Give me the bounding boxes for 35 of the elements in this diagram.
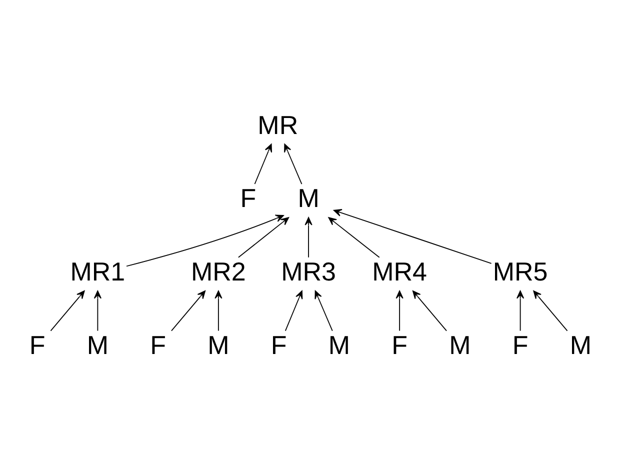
arrow (516, 290, 524, 332)
node-text: M (570, 330, 592, 360)
arrow (328, 217, 380, 258)
arrow (254, 144, 272, 184)
node-text: F (29, 330, 46, 360)
arrow (304, 217, 312, 258)
arrow (412, 290, 447, 332)
node-text: MR3 (281, 256, 336, 287)
node-text: MR1 (70, 256, 126, 287)
node-text: M (298, 183, 320, 214)
node-text: M (449, 330, 471, 360)
node-text: F (150, 330, 166, 360)
node-text: M (86, 330, 109, 360)
arrow (284, 144, 302, 184)
node-text: F (512, 330, 528, 360)
arrow (314, 290, 333, 332)
arrow (126, 214, 284, 267)
arrow (396, 290, 404, 332)
node-text: MR (258, 110, 298, 140)
node-text: F (270, 330, 287, 360)
arrow (50, 290, 85, 332)
node-text: F (392, 330, 408, 360)
arrow (533, 290, 568, 332)
node-text: MR5 (492, 256, 548, 287)
node-text: MR2 (190, 256, 246, 287)
node-text: M (208, 330, 230, 360)
arrow (284, 290, 303, 332)
node-text: MR4 (372, 256, 428, 287)
arrow (214, 290, 222, 332)
node-text: F (240, 183, 256, 214)
arrow (171, 290, 206, 332)
node-text: M (328, 330, 350, 360)
arrow (238, 217, 290, 258)
arrow (94, 290, 102, 332)
arrow (333, 209, 492, 264)
